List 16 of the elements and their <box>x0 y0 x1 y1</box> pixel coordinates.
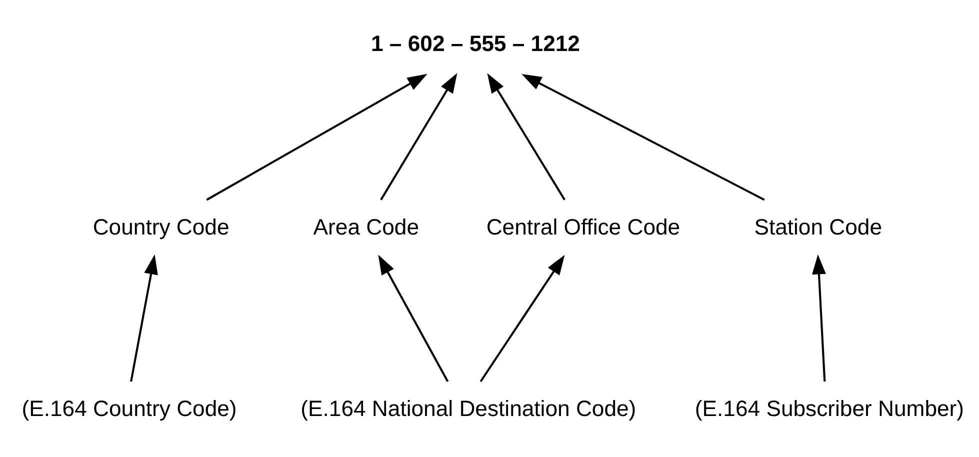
arrow <box>480 254 565 382</box>
arrow <box>487 73 566 200</box>
node-text: (E.164 Subscriber Number) <box>694 396 964 422</box>
node-text: Area Code <box>313 214 419 240</box>
arrow <box>130 254 158 382</box>
node-text: (E.164 Country Code) <box>22 396 237 422</box>
node-text: Central Office Code <box>486 214 680 240</box>
arrow <box>206 74 428 201</box>
node-text: 1 – 602 – 555 – 1212 <box>370 31 580 56</box>
arrow <box>522 74 765 201</box>
arrow <box>378 254 449 382</box>
arrow <box>380 73 458 200</box>
arrow <box>812 254 826 382</box>
node-text: Country Code <box>92 214 230 240</box>
node-text: Station Code <box>754 214 882 240</box>
node-text: (E.164 National Destination Code) <box>300 396 636 422</box>
